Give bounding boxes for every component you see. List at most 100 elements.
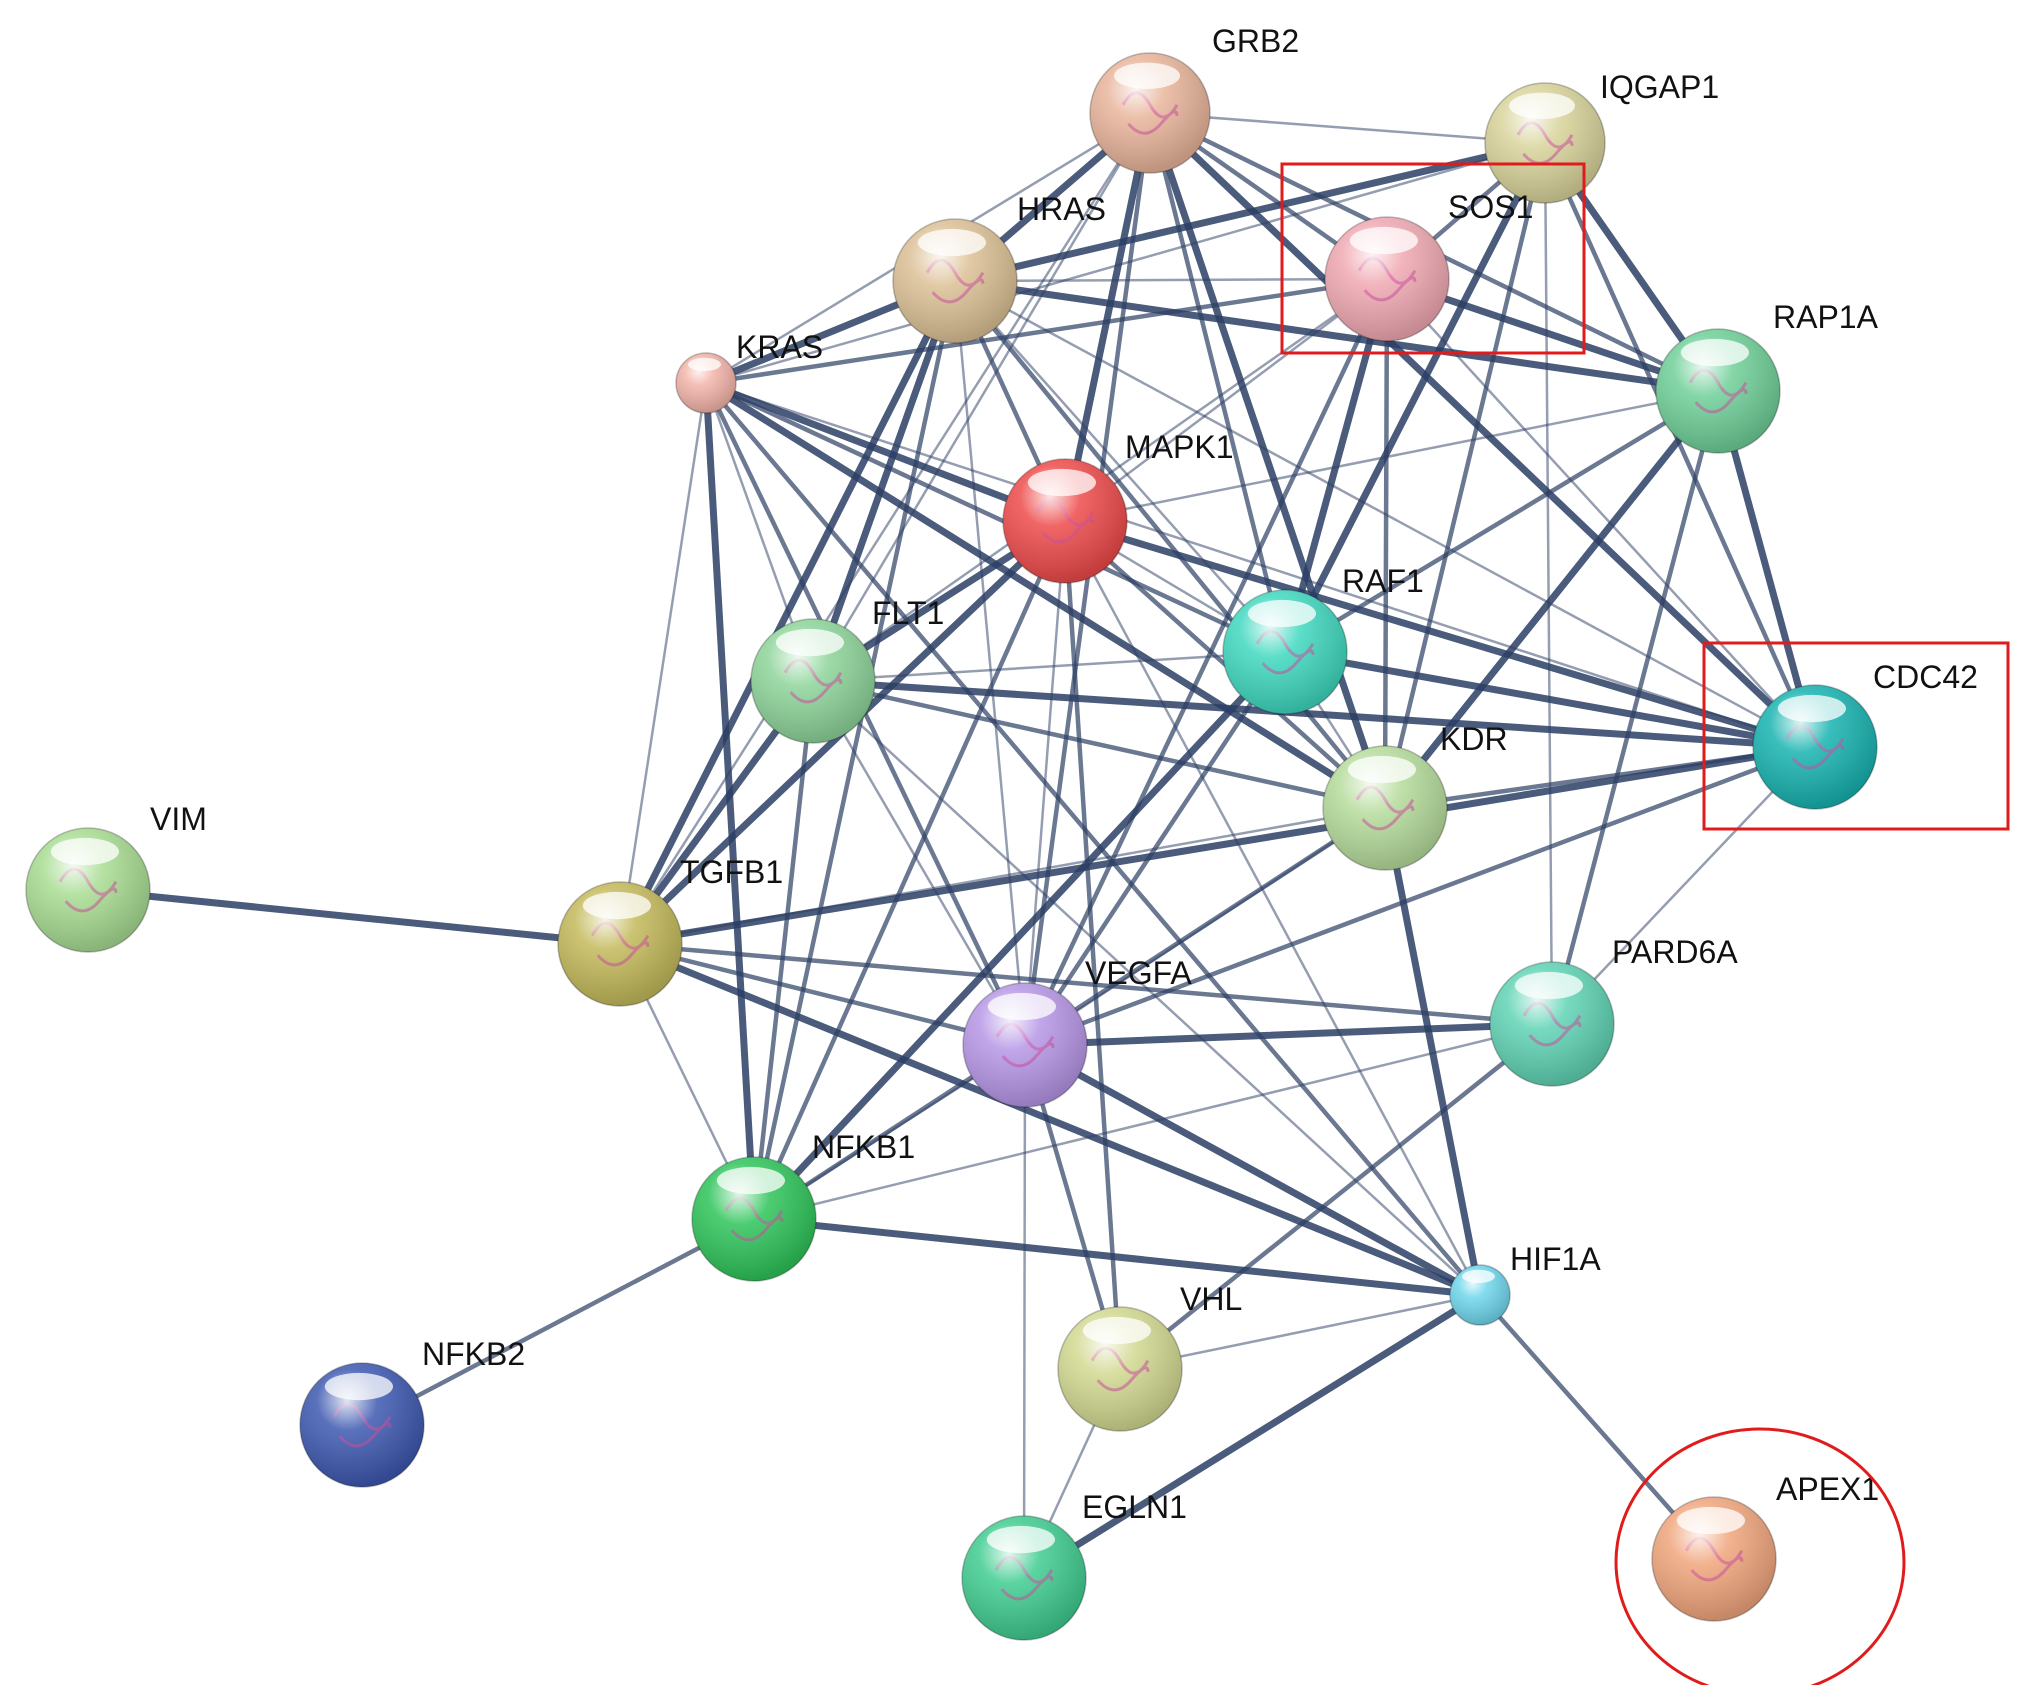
node-kras[interactable]: KRAS <box>675 329 823 414</box>
edge-sos1-vegfa <box>1022 276 1390 1048</box>
edge-iqgap1-kras <box>704 141 1547 385</box>
node-sos1[interactable]: SOS1 <box>1324 189 1533 342</box>
node-highlight <box>688 357 721 371</box>
node-highlight <box>917 228 987 257</box>
edge-mapk1-cdc42 <box>1061 517 1819 751</box>
node-highlight <box>1347 755 1416 784</box>
edge-mapk1-nfkb1 <box>751 518 1068 1222</box>
edge-grb2-cdc42 <box>1146 109 1819 751</box>
node-mapk1[interactable]: MAPK1 <box>1002 429 1233 584</box>
edge-raf1-nfkb1 <box>750 648 1289 1223</box>
node-label: IQGAP1 <box>1600 69 1719 105</box>
edge-iqgap1-cdc42 <box>1542 140 1818 750</box>
node-label: EGLN1 <box>1082 1489 1187 1525</box>
edge-vegfa-hif1a <box>1021 1041 1484 1299</box>
node-egln1[interactable]: EGLN1 <box>961 1489 1187 1641</box>
node-highlight <box>1514 971 1583 1000</box>
edge-hras-sos1 <box>953 277 1389 283</box>
node-label: HIF1A <box>1510 1241 1601 1277</box>
edge-vim-tgfb1 <box>84 886 624 948</box>
node-hras[interactable]: HRAS <box>892 191 1106 344</box>
edge-grb2-mapk1 <box>1061 109 1154 525</box>
node-label: TGFB1 <box>680 854 783 890</box>
node-pard6a[interactable]: PARD6A <box>1489 934 1738 1087</box>
node-label: VIM <box>150 801 207 837</box>
edge-hras-vegfa <box>953 279 1027 1047</box>
node-nfkb1[interactable]: NFKB1 <box>691 1129 915 1282</box>
edge-vegfa-pard6a <box>1021 1020 1556 1049</box>
edge-raf1-flt1 <box>811 650 1287 683</box>
edge-grb2-tgfb1 <box>618 111 1152 946</box>
edge-flt1-nfkb1 <box>751 678 816 1222</box>
node-highlight <box>1027 468 1096 497</box>
edge-pard6a-nfkb1 <box>752 1022 1554 1221</box>
node-highlight <box>50 837 119 866</box>
node-highlight <box>986 1525 1055 1554</box>
node-vhl[interactable]: VHL <box>1057 1281 1242 1432</box>
node-kdr[interactable]: KDR <box>1322 721 1508 871</box>
edge-kras-hif1a <box>703 380 1483 1298</box>
node-tgfb1[interactable]: TGFB1 <box>557 854 783 1007</box>
edge-iqgap1-raf1 <box>1281 139 1549 656</box>
edge-sos1-cdc42 <box>1385 277 1817 749</box>
highlight-cdc42-box <box>1702 641 2010 831</box>
node-highlight <box>1247 599 1316 628</box>
edge-kras-nfkb1 <box>702 379 758 1223</box>
edge-kras-cdc42 <box>704 381 1817 749</box>
node-highlight <box>1676 1506 1745 1535</box>
edge-raf1-cdc42 <box>1281 648 1819 751</box>
node-label: FLT1 <box>872 595 944 631</box>
edge-cdc42-pard6a <box>1550 745 1817 1026</box>
node-label: VEGFA <box>1085 955 1192 991</box>
node-highlight <box>1680 338 1749 367</box>
node-nfkb2[interactable]: NFKB2 <box>299 1336 525 1488</box>
node-highlight <box>716 1166 786 1195</box>
edge-grb2-raf1 <box>1147 110 1288 655</box>
edge-grb2-vegfa <box>1022 110 1153 1048</box>
edge-tgfb1-vegfa <box>617 941 1028 1048</box>
edge-cdc42-vegfa <box>1022 744 1818 1048</box>
edge-hras-rap1a <box>951 277 1722 395</box>
edge-nfkb1-hif1a <box>750 1215 1484 1299</box>
node-highlight <box>324 1372 393 1401</box>
highlights-layer <box>1280 162 2010 1685</box>
edge-sos1-mapk1 <box>1063 277 1389 523</box>
edge-hif1a-egln1 <box>1020 1291 1484 1582</box>
node-vegfa[interactable]: VEGFA <box>962 955 1192 1108</box>
edge-kras-mapk1 <box>702 379 1069 525</box>
node-highlight <box>1509 92 1575 120</box>
highlight-sos1-box <box>1280 162 1586 355</box>
node-label: HRAS <box>1017 191 1106 227</box>
edge-rap1a-pard6a <box>1549 388 1721 1027</box>
node-raf1[interactable]: RAF1 <box>1222 563 1424 715</box>
edge-mapk1-vegfa <box>1023 519 1067 1047</box>
node-vim[interactable]: VIM <box>25 801 207 953</box>
node-cdc42[interactable]: CDC42 <box>1752 659 1978 810</box>
node-label: VHL <box>1180 1281 1242 1317</box>
edge-tgfb1-hif1a <box>616 940 1484 1299</box>
node-grb2[interactable]: GRB2 <box>1089 23 1299 174</box>
edge-tgfb1-pard6a <box>617 941 1555 1027</box>
node-label: CDC42 <box>1873 659 1978 695</box>
edge-flt1-cdc42 <box>809 677 1819 751</box>
node-flt1[interactable]: FLT1 <box>750 595 944 744</box>
node-apex1[interactable]: APEX1 <box>1651 1471 1879 1622</box>
node-label: KDR <box>1440 721 1508 757</box>
node-iqgap1[interactable]: IQGAP1 <box>1484 69 1719 204</box>
node-highlight <box>1114 62 1180 89</box>
edge-kdr-hif1a <box>1381 804 1484 1299</box>
edge-vegfa-egln1 <box>1022 1043 1027 1580</box>
node-label: KRAS <box>736 329 823 365</box>
edge-grb2-iqgap1 <box>1148 111 1547 145</box>
node-highlight <box>1462 1269 1495 1283</box>
edge-sos1-kras <box>703 276 1390 386</box>
edge-iqgap1-pard6a <box>1543 141 1554 1026</box>
node-rap1a[interactable]: RAP1A <box>1655 299 1879 454</box>
node-label: MAPK1 <box>1125 429 1233 465</box>
edge-cdc42-tgfb1 <box>616 743 1819 948</box>
edge-hras-kdr <box>952 278 1388 811</box>
edge-iqgap1-hras <box>951 139 1549 285</box>
node-hif1a[interactable]: HIF1A <box>1449 1241 1601 1326</box>
